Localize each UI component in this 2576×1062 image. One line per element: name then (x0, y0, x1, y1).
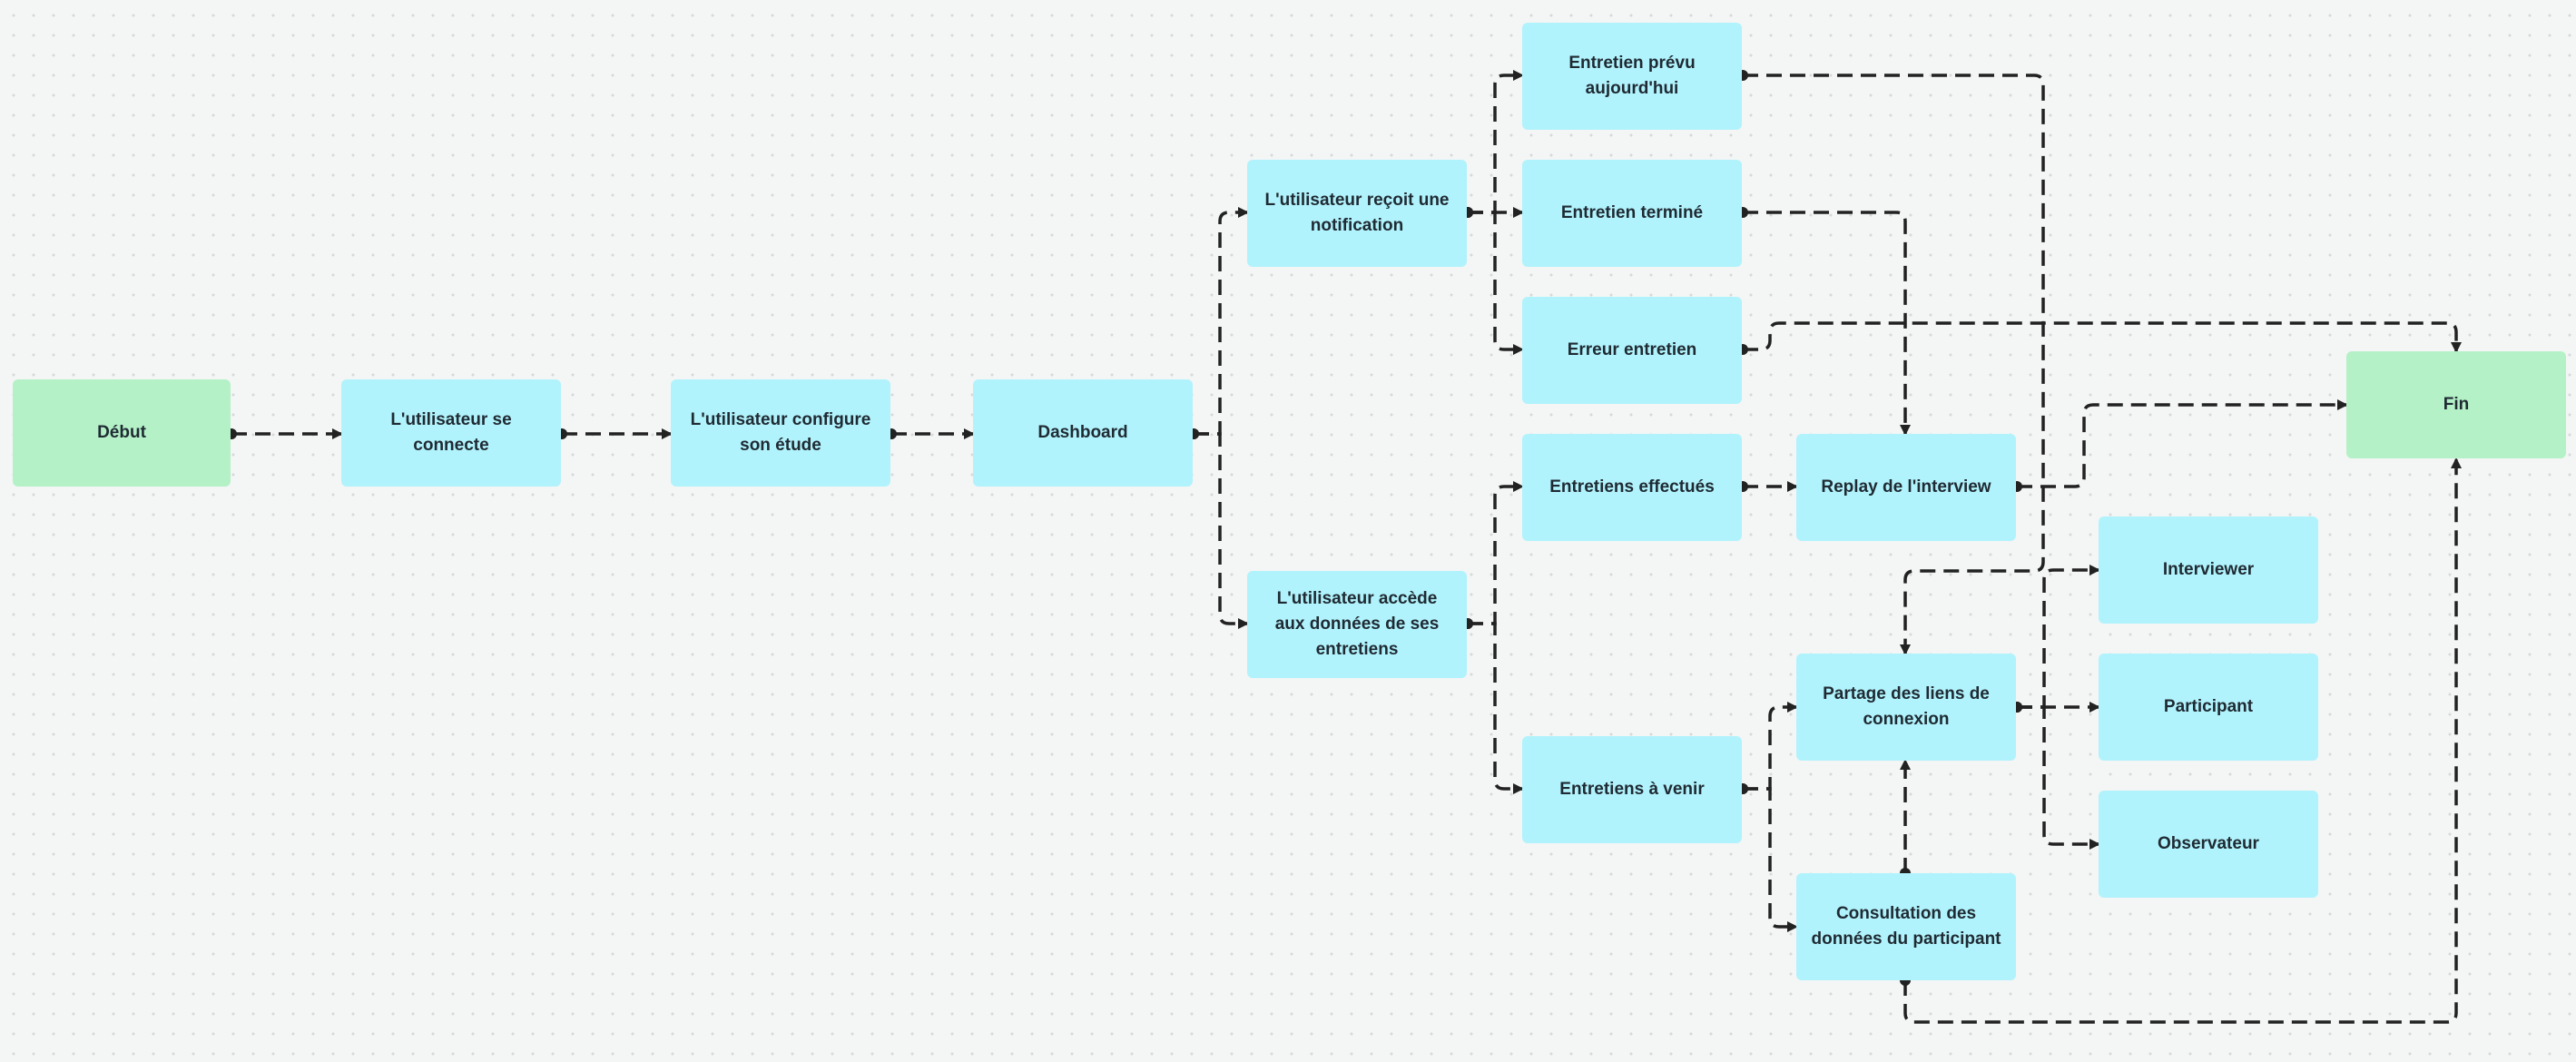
node-label: Entretiens à venir (1559, 780, 1705, 799)
connector-partage-to-interviewer[interactable] (2011, 565, 2100, 713)
connector-line (2017, 399, 2348, 488)
node-label: Entretiens effectués (1549, 477, 1715, 497)
node-configure[interactable]: L'utilisateur configure son étude (671, 379, 890, 487)
connector-accede-to-effectues[interactable] (1462, 481, 1524, 629)
node-label: L'utilisateur accède aux données de ses … (1274, 589, 1440, 659)
node-consultation[interactable]: Consultation des données du participant (1796, 873, 2016, 980)
connector-replay-to-fin[interactable] (2011, 399, 2348, 492)
connector-line (2017, 705, 2100, 850)
connector-consultation-to-partage[interactable] (1900, 759, 1911, 879)
connector-line (1903, 457, 2462, 1024)
node-connecte[interactable]: L'utilisateur se connecte (341, 379, 561, 487)
connector-line (1194, 432, 1249, 629)
node-prevu[interactable]: Entretien prévu aujourd'hui (1522, 23, 1742, 130)
node-partage[interactable]: Partage des liens de connexion (1796, 654, 2016, 761)
node-debut[interactable]: Début (13, 379, 231, 487)
node-label: Interviewer (2162, 560, 2255, 579)
node-replay[interactable]: Replay de l'interview (1796, 434, 2016, 541)
connector-dashboard-to-notification[interactable] (1188, 207, 1249, 439)
node-observateur[interactable]: Observateur (2099, 791, 2318, 898)
node-dashboard[interactable]: Dashboard (973, 379, 1193, 487)
node-label: Observateur (2158, 834, 2259, 853)
node-label: Partage des liens de connexion (1823, 684, 1990, 729)
node-termine[interactable]: Entretien terminé (1522, 160, 1742, 267)
node-label: Fin (2443, 395, 2470, 414)
connector-erreur-to-fin[interactable] (1737, 321, 2462, 355)
connector-line (1194, 207, 1249, 436)
connector-prevu-to-partage[interactable] (1737, 70, 2045, 655)
connector-connecte-to-configure[interactable] (556, 428, 673, 439)
connector-debut-to-connecte[interactable] (226, 428, 343, 439)
connector-line (1743, 211, 1911, 436)
node-label: Consultation des données du participant (1811, 904, 2001, 949)
node-effectues[interactable]: Entretiens effectués (1522, 434, 1742, 541)
connector-avenir-to-consultation[interactable] (1737, 783, 1798, 932)
connector-line (2017, 565, 2100, 709)
node-erreur[interactable]: Erreur entretien (1522, 297, 1742, 404)
connector-line (1743, 787, 1798, 932)
connector-line (1468, 70, 1524, 214)
node-label: Dashboard (1037, 423, 1128, 442)
connector-line (1468, 622, 1524, 794)
connector-notification-to-erreur[interactable] (1462, 207, 1524, 355)
node-label: L'utilisateur se connecte (390, 410, 512, 455)
node-label: Erreur entretien (1567, 340, 1697, 359)
connector-line (1468, 211, 1524, 355)
connector-accede-to-avenir[interactable] (1462, 618, 1524, 794)
connector-line (1743, 74, 2045, 655)
node-interviewer[interactable]: Interviewer (2099, 516, 2318, 624)
connector-avenir-to-partage[interactable] (1737, 702, 1798, 794)
node-label: L'utilisateur reçoit une notification (1264, 191, 1450, 235)
connector-dashboard-to-accede[interactable] (1188, 428, 1249, 629)
node-participant[interactable]: Participant (2099, 654, 2318, 761)
node-notification[interactable]: L'utilisateur reçoit une notification (1247, 160, 1467, 267)
node-label: Participant (2163, 697, 2254, 716)
node-label: L'utilisateur configure son étude (690, 410, 871, 455)
connector-line (1743, 321, 2462, 353)
connector-notification-to-prevu[interactable] (1462, 70, 1524, 218)
connector-effectues-to-replay[interactable] (1737, 481, 1798, 492)
connector-termine-to-replay[interactable] (1737, 207, 1911, 436)
connector-partage-to-observateur[interactable] (2011, 702, 2100, 850)
node-label: Entretien prévu aujourd'hui (1568, 54, 1696, 98)
node-accede[interactable]: L'utilisateur accède aux données de ses … (1247, 571, 1467, 678)
node-avenir[interactable]: Entretiens à venir (1522, 736, 1742, 843)
node-fin[interactable]: Fin (2346, 351, 2566, 458)
connector-line (1468, 481, 1524, 625)
connector-configure-to-dashboard[interactable] (886, 428, 975, 439)
node-label: Replay de l'interview (1821, 477, 1991, 497)
connector-line (1743, 702, 1798, 791)
node-label: Entretien terminé (1560, 203, 1704, 222)
node-label: Début (97, 423, 146, 442)
